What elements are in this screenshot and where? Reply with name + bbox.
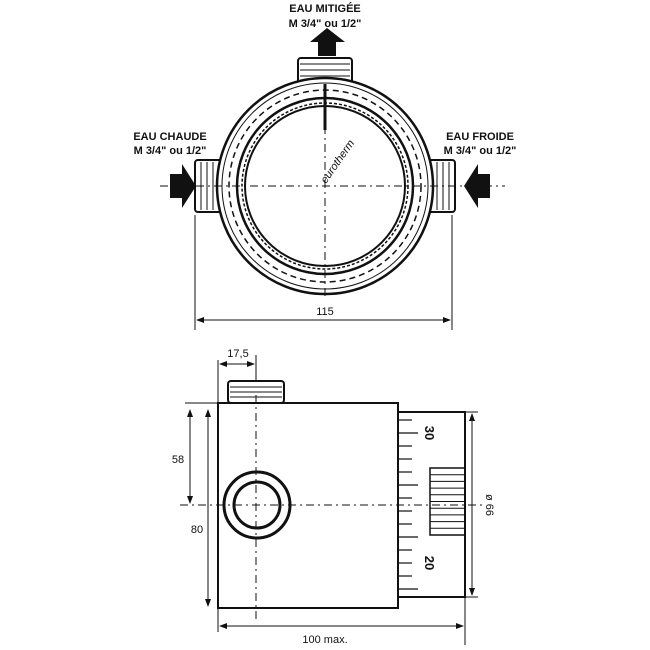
inlet-port-inner	[232, 480, 282, 530]
height-dimension: 80	[191, 524, 203, 536]
top-view	[160, 28, 505, 330]
hot-label: EAU CHAUDE	[133, 131, 206, 143]
hot-inlet-arrow-icon	[170, 164, 196, 208]
dial-diameter-dimension: ø 66	[483, 494, 495, 516]
width-dimension: 115	[316, 306, 334, 318]
cold-inlet-arrow-icon	[464, 164, 490, 208]
center-height-dimension: 58	[172, 454, 184, 466]
cold-thread: M 3/4" ou 1/2"	[444, 145, 517, 157]
outlet-arrow-icon	[310, 28, 345, 56]
length-dimension: 100 max.	[302, 634, 347, 646]
hot-thread: M 3/4" ou 1/2"	[134, 145, 207, 157]
cold-label: EAU FROIDE	[446, 131, 514, 143]
side-view	[180, 355, 485, 645]
outlet-label: EAU MITIGÉE	[289, 2, 361, 15]
dial-mark-20: 20	[422, 556, 437, 570]
dial-mark-30: 30	[422, 426, 437, 440]
fitting-offset-dimension: 17,5	[227, 348, 248, 360]
inlet-port-outer	[222, 470, 292, 540]
outlet-thread: M 3/4" ou 1/2"	[289, 18, 362, 30]
